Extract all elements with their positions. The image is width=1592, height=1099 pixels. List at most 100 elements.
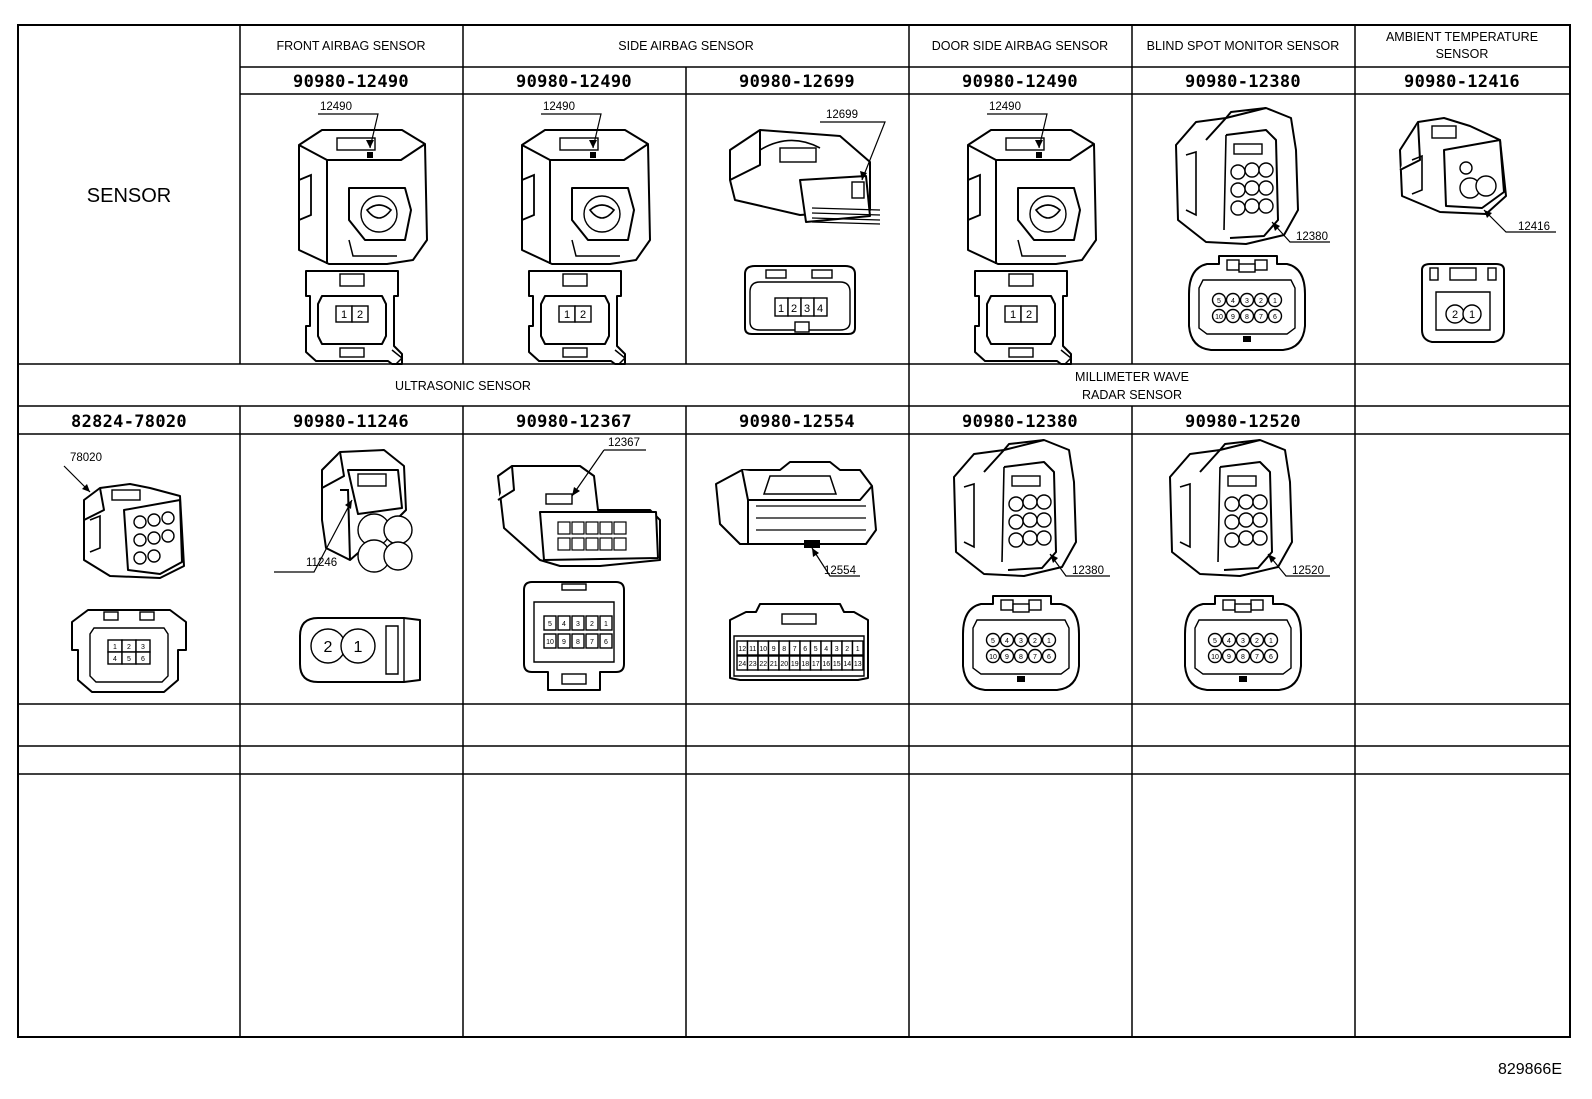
- connector-90980-11246: 11246 2 1: [274, 449, 421, 683]
- pin-number: 21: [770, 661, 778, 668]
- pin-number: 15: [833, 661, 841, 668]
- pin-number: 1: [778, 303, 784, 315]
- pin-cavity: [851, 655, 864, 671]
- part-ref-label: 12490: [320, 101, 352, 113]
- part-number: 90980-12380: [1185, 72, 1301, 92]
- pin-number: 9: [1231, 314, 1235, 321]
- pin-number: 2: [791, 303, 797, 315]
- pin-number: 1: [564, 309, 570, 321]
- part-ref-label: 12380: [1296, 231, 1328, 243]
- pin-number: 4: [824, 646, 828, 653]
- pin-number: 5: [814, 646, 818, 653]
- pin-number: 7: [1033, 654, 1037, 661]
- pin-number: 22: [759, 661, 767, 668]
- pin-number: 5: [1213, 638, 1217, 645]
- row1-group-headers: FRONT AIRBAG SENSOR SIDE AIRBAG SENSOR D…: [276, 30, 1538, 61]
- pin-number: 7: [793, 646, 797, 653]
- part-ref-label: 12520: [1292, 565, 1324, 577]
- pin-number: 2: [845, 646, 849, 653]
- pin-number: 2: [127, 644, 131, 651]
- pin-number: 9: [1005, 654, 1009, 661]
- pin-number: 9: [1227, 654, 1231, 661]
- row-label-sensor: SENSOR: [87, 185, 171, 207]
- pin-number: 8: [782, 646, 786, 653]
- group-title-mmwave-line1: MILLIMETER WAVE: [1075, 370, 1189, 384]
- pin-number: 6: [1269, 654, 1273, 661]
- pin-number: 7: [590, 639, 594, 646]
- pin-number: 7: [1255, 654, 1259, 661]
- pin-number: 10: [759, 646, 767, 653]
- pin-number: 2: [590, 621, 594, 628]
- pin-number: 4: [1231, 298, 1235, 305]
- pin-number: 10: [989, 654, 997, 661]
- connector-82824-78020: 78020 1 2 3 4 5 6: [63, 452, 187, 693]
- pin-number: 4: [1005, 638, 1009, 645]
- connector-90980-12416: 12416 2 1: [1399, 117, 1556, 343]
- pin-number: 7: [1259, 314, 1263, 321]
- pin-number: 12: [738, 646, 746, 653]
- pin-number: 20: [780, 661, 788, 668]
- pin-number: 2: [1255, 638, 1259, 645]
- part-number: 90980-12380: [962, 412, 1078, 432]
- pin-number: 1: [1269, 638, 1273, 645]
- pin-number: 2: [1452, 309, 1458, 321]
- connector-90980-12490-front: 12490 1 2: [298, 101, 428, 365]
- part-number: 90980-12490: [293, 72, 409, 92]
- table-grid: [17, 24, 1571, 1038]
- pin-number: 3: [1019, 638, 1023, 645]
- connector-90980-12490-side: 12490 1 2: [521, 101, 651, 365]
- pin-number: 23: [749, 661, 757, 668]
- pin-number: 3: [804, 303, 810, 315]
- pin-number: 8: [576, 639, 580, 646]
- part-number: 90980-12554: [739, 412, 855, 432]
- pin-number: 3: [141, 644, 145, 651]
- row1-part-numbers: 90980-12490 90980-12490 90980-12699 9098…: [293, 72, 1520, 92]
- pin-number: 10: [546, 639, 554, 646]
- pin-number: 1: [856, 646, 860, 653]
- part-number: 90980-12490: [962, 72, 1078, 92]
- part-number: 90980-12416: [1404, 72, 1520, 92]
- pin-number: 10: [1215, 314, 1223, 321]
- group-title-ultrasonic: ULTRASONIC SENSOR: [395, 379, 531, 393]
- pin-number: 1: [1469, 309, 1475, 321]
- pin-number: 1: [604, 621, 608, 628]
- pin-number: 13: [854, 661, 862, 668]
- pin-grid: 5 4 3 2 1 10 9 8 7 6: [1207, 632, 1279, 664]
- connector-90980-12367: 12367 5 4 3 2 1 10 9 8 7 6: [497, 437, 661, 691]
- pin-number: 1: [1273, 298, 1277, 305]
- part-number: 82824-78020: [71, 412, 187, 432]
- pin-number: 1: [341, 309, 347, 321]
- part-ref-label: 11246: [306, 557, 337, 569]
- connector-90980-12699: 12699 1 2 3 4: [729, 109, 886, 335]
- pin-number: 24: [738, 661, 746, 668]
- pin-number: 6: [604, 639, 608, 646]
- pin-number: 16: [822, 661, 830, 668]
- part-ref-label: 12490: [543, 101, 575, 113]
- part-ref-label: 78020: [70, 452, 102, 464]
- group-title-ambient-temp-line2: SENSOR: [1436, 47, 1489, 61]
- pin-number: 1: [1010, 309, 1016, 321]
- pin-number: 14: [843, 661, 851, 668]
- pin-number: 3: [576, 621, 580, 628]
- pin-number: 9: [772, 646, 776, 653]
- row2-part-numbers: 82824-78020 90980-11246 90980-12367 9098…: [71, 412, 1301, 432]
- pin-number: 1: [354, 639, 363, 656]
- pin-number: 2: [580, 309, 586, 321]
- pin-number: 3: [835, 646, 839, 653]
- row2-group-headers: ULTRASONIC SENSOR MILLIMETER WAVE RADAR …: [395, 370, 1189, 402]
- pin-number: 9: [562, 639, 566, 646]
- part-ref-label: 12490: [989, 101, 1021, 113]
- pin-number: 17: [812, 661, 820, 668]
- pin-number: 10: [1211, 654, 1219, 661]
- pin-number: 5: [127, 656, 131, 663]
- pin-number: 5: [548, 621, 552, 628]
- pin-number: 2: [1033, 638, 1037, 645]
- pin-number: 2: [324, 639, 333, 656]
- connector-90980-12520: 12520 5 4 3 2 1 10 9 8 7 6: [1169, 439, 1330, 691]
- pin-number: 4: [817, 303, 823, 315]
- group-title-front-airbag: FRONT AIRBAG SENSOR: [276, 39, 425, 53]
- part-ref-label: 12416: [1518, 221, 1550, 233]
- connector-90980-12380-bsm: 12380 5 4 3 2 1 10 9 8 7 6: [1175, 107, 1330, 351]
- pin-grid: 5 4 3 2 1 10 9 8 7 6: [1211, 292, 1283, 324]
- pin-number: 6: [1047, 654, 1051, 661]
